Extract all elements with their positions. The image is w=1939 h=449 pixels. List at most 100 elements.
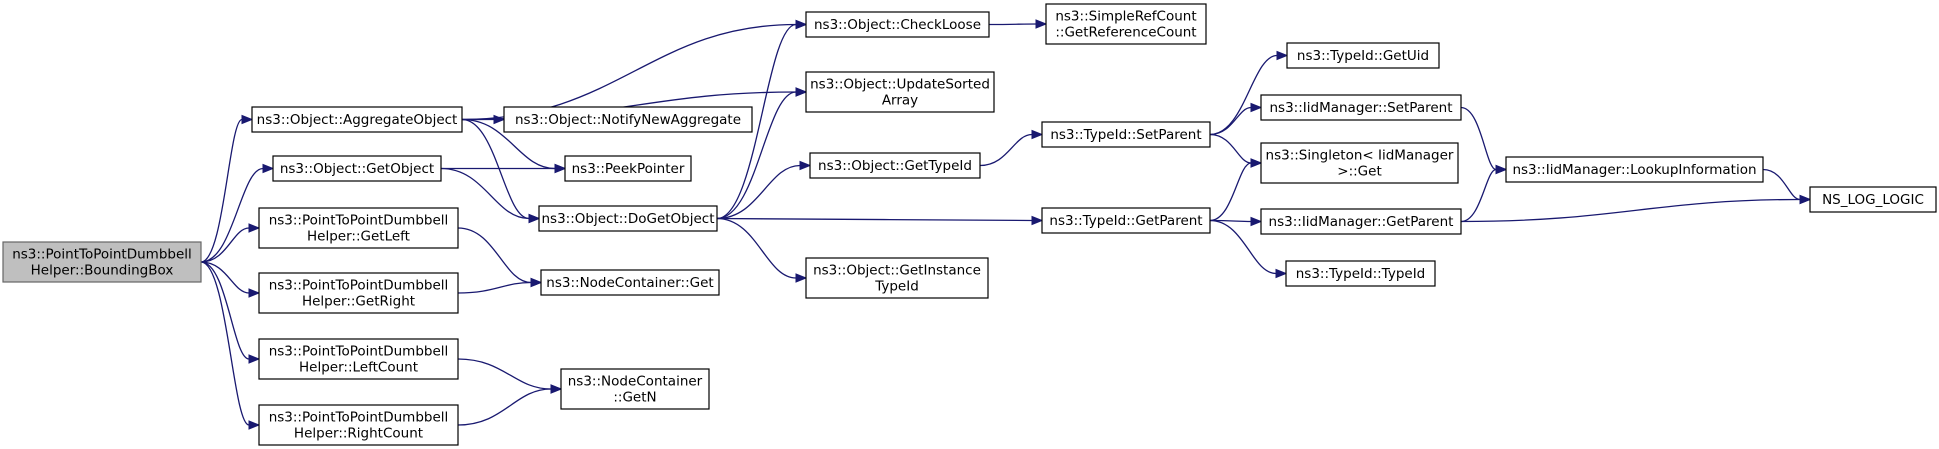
node-label: ns3::PeekPointer — [572, 161, 685, 177]
edge-line — [457, 388, 552, 426]
node-getparent[interactable]: ns3::TypeId::GetParent — [1041, 207, 1211, 234]
node-getuid[interactable]: ns3::TypeId::GetUid — [1286, 42, 1440, 69]
edge-dogetobject-to-updatesorted — [716, 87, 808, 220]
edge-root-to-rightcount — [200, 261, 261, 430]
edge-line — [200, 261, 250, 426]
edge-line — [716, 164, 801, 220]
node-label: ::GetN — [613, 390, 656, 406]
arrowhead — [1275, 268, 1288, 279]
node-getobject[interactable]: ns3::Object::GetObject — [272, 155, 442, 182]
edge-getobject-to-peek — [440, 163, 567, 174]
edge-aggregate-to-checkloose — [461, 19, 808, 121]
node-lookup[interactable]: ns3::IidManager::LookupInformation — [1505, 156, 1764, 183]
edge-getobject-to-dogetobject — [440, 167, 541, 224]
node-box — [251, 106, 463, 133]
node-label: TypeId — [874, 279, 919, 295]
node-box — [1505, 156, 1764, 183]
edge-line — [1209, 54, 1278, 136]
node-box — [1285, 260, 1436, 287]
edge-dogetobject-to-getparent — [716, 215, 1044, 226]
node-box — [1045, 3, 1207, 45]
edge-line — [200, 227, 250, 263]
arrowhead — [262, 163, 275, 174]
arrowhead — [1031, 129, 1044, 140]
node-label: Helper::LeftCount — [299, 360, 418, 376]
edge-line — [457, 227, 532, 284]
node-box — [805, 71, 995, 113]
node-singleton[interactable]: ns3::Singleton< IidManager>::Get — [1260, 142, 1459, 184]
node-rightcount[interactable]: ns3::PointToPointDumbbellHelper::RightCo… — [258, 404, 459, 446]
node-box — [272, 155, 442, 182]
node-box — [1286, 42, 1440, 69]
edge-line — [1460, 168, 1497, 223]
node-label: Helper::RightCount — [294, 426, 423, 442]
node-label: ns3::Object::NotifyNewAggregate — [515, 112, 741, 128]
node-label: Helper::GetLeft — [307, 229, 410, 245]
edge-line — [716, 91, 797, 220]
edge-root-to-aggregate — [200, 114, 254, 263]
edge-setparent-to-iidsetparent — [1209, 102, 1263, 136]
node-box — [258, 338, 459, 380]
node-setparent[interactable]: ns3::TypeId::SetParent — [1041, 121, 1211, 148]
node-ncgetn[interactable]: ns3::NodeContainer::GetN — [560, 368, 710, 410]
node-label: ::GetReferenceCount — [1055, 25, 1196, 41]
node-nslog[interactable]: NS_LOG_LOGIC — [1809, 186, 1937, 213]
node-simplerefcount[interactable]: ns3::SimpleRefCount::GetReferenceCount — [1045, 3, 1207, 45]
edge-rightcount-to-ncgetn — [457, 384, 563, 426]
arrowhead — [1035, 19, 1048, 29]
node-iidgetparent[interactable]: ns3::IidManager::GetParent — [1260, 208, 1462, 235]
arrowhead — [795, 19, 808, 30]
edge-getright-to-ncget — [457, 277, 543, 294]
edge-line — [979, 133, 1033, 167]
node-getright[interactable]: ns3::PointToPointDumbbellHelper::GetRigh… — [258, 272, 459, 314]
node-label: ns3::NodeContainer::Get — [546, 275, 713, 291]
edge-dogetobject-to-checkloose — [716, 19, 808, 220]
edge-line — [200, 118, 243, 263]
node-box — [1260, 94, 1462, 121]
edge-aggregate-to-dogetobject — [461, 118, 541, 224]
arrowhead — [530, 277, 543, 288]
node-iidsetparent[interactable]: ns3::IidManager::SetParent — [1260, 94, 1462, 121]
arrowhead — [248, 223, 261, 233]
node-label: ns3::SimpleRefCount — [1055, 9, 1196, 25]
node-aggregate[interactable]: ns3::Object::AggregateObject — [251, 106, 463, 133]
arrowhead — [1250, 158, 1263, 168]
node-label: ns3::Object::GetInstance — [813, 263, 981, 279]
edge-setparent-to-getuid — [1209, 50, 1289, 136]
arrowhead — [1276, 50, 1289, 61]
node-label: ns3::Object::CheckLoose — [814, 17, 981, 33]
node-checkloose[interactable]: ns3::Object::CheckLoose — [805, 11, 990, 38]
node-ncget[interactable]: ns3::NodeContainer::Get — [540, 269, 720, 296]
arrowhead — [799, 160, 812, 171]
node-leftcount[interactable]: ns3::PointToPointDumbbellHelper::LeftCou… — [258, 338, 459, 380]
edge-checkloose-to-simplerefcount — [988, 19, 1048, 29]
edge-line — [457, 358, 552, 390]
node-box — [538, 205, 718, 232]
node-gettypeid[interactable]: ns3::Object::GetTypeId — [809, 152, 981, 179]
node-label: ns3::Object::AggregateObject — [257, 112, 458, 128]
node-label: Helper::GetRight — [302, 294, 415, 310]
node-box — [809, 152, 981, 179]
arrowhead — [550, 384, 563, 394]
node-box — [805, 11, 990, 38]
edge-leftcount-to-ncgetn — [457, 358, 563, 394]
node-label: ns3::PointToPointDumbbell — [269, 344, 449, 360]
node-typeidctor[interactable]: ns3::TypeId::TypeId — [1285, 260, 1436, 287]
node-box — [258, 404, 459, 446]
edge-line — [200, 261, 250, 294]
edge-line — [1209, 106, 1252, 136]
arrowhead — [241, 114, 254, 125]
node-root[interactable]: ns3::PointToPointDumbbellHelper::Boundin… — [2, 241, 202, 283]
node-notify[interactable]: ns3::Object::NotifyNewAggregate — [503, 106, 753, 133]
arrowhead — [554, 163, 567, 174]
edge-line — [1209, 219, 1277, 275]
arrowhead — [248, 420, 261, 430]
node-box — [1809, 186, 1937, 213]
edge-root-to-getobject — [200, 163, 275, 263]
nodes-layer: ns3::PointToPointDumbbellHelper::Boundin… — [2, 3, 1937, 446]
node-peek[interactable]: ns3::PeekPointer — [564, 155, 692, 182]
node-dogetobject[interactable]: ns3::Object::DoGetObject — [538, 205, 718, 232]
